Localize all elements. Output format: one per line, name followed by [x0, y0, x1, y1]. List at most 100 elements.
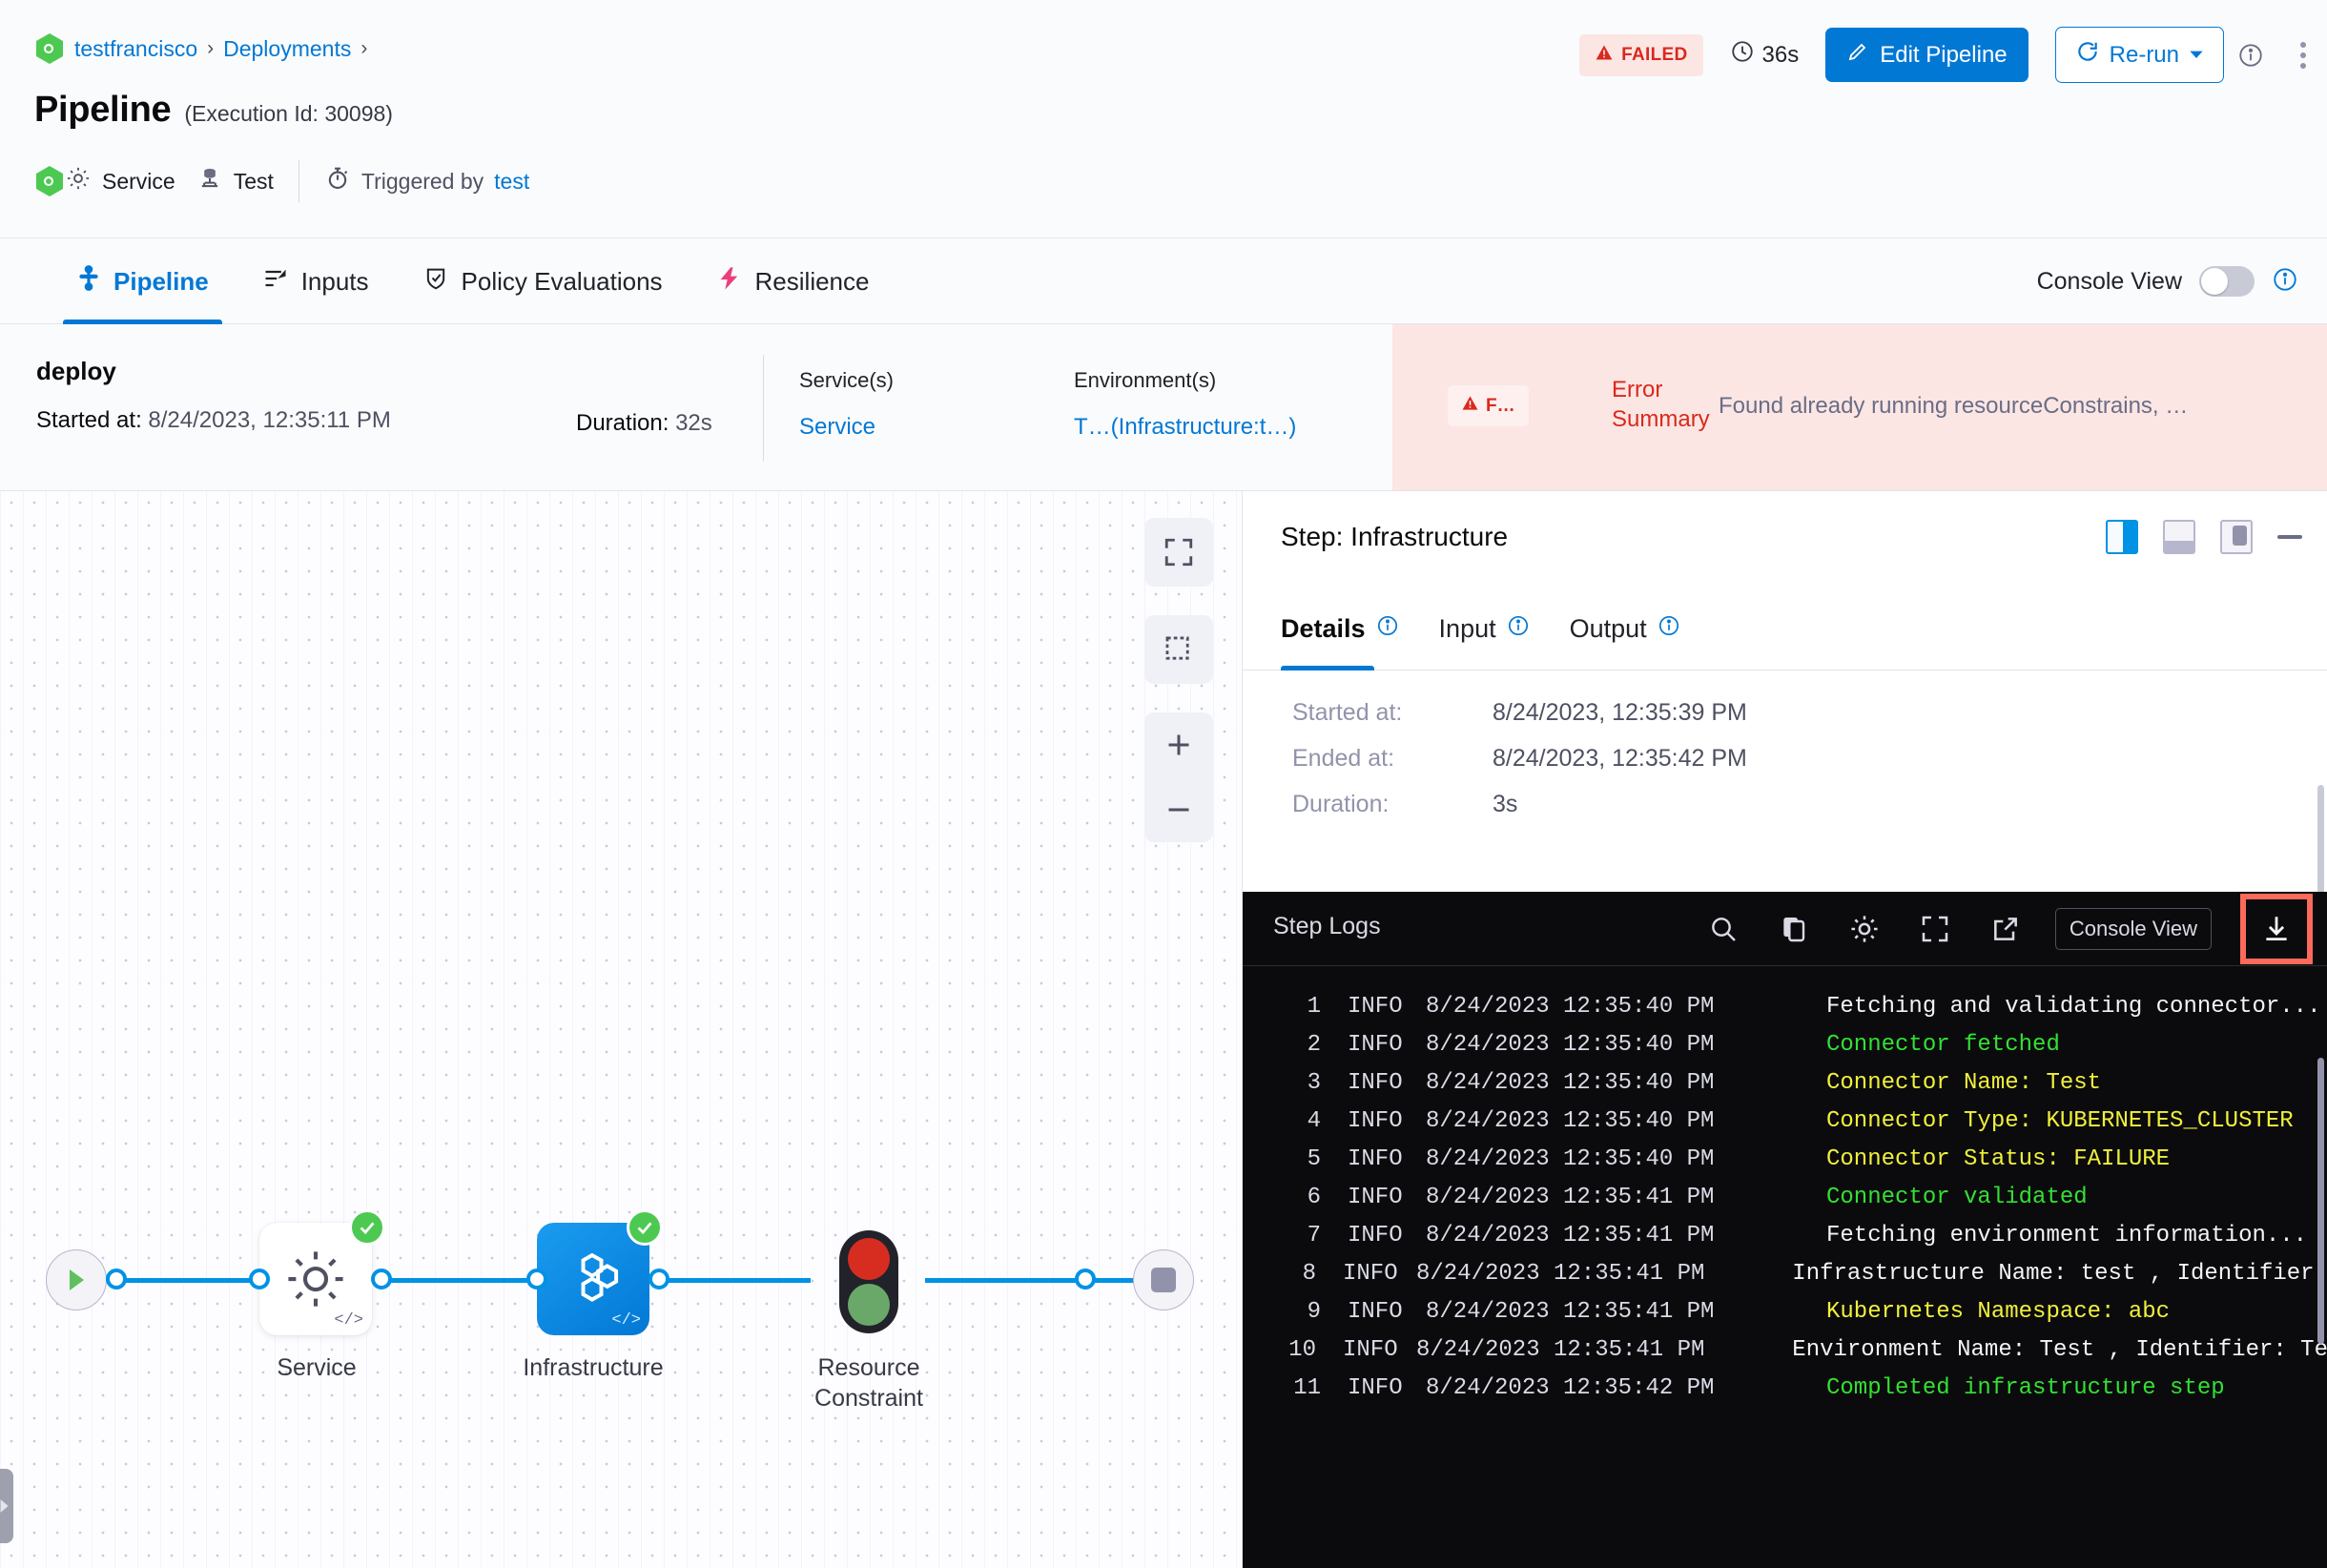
marquee-select-icon	[1165, 636, 1189, 660]
port-service-out	[371, 1269, 392, 1289]
inputs-icon	[262, 265, 289, 299]
traffic-light-red	[848, 1238, 890, 1280]
execution-duration-text: 36s	[1761, 41, 1800, 68]
logs-scrollbar[interactable]	[2317, 1058, 2324, 1344]
logs-console-view-button[interactable]: Console View	[2054, 908, 2212, 950]
panel-view-modes	[2106, 520, 2302, 554]
refresh-icon	[2075, 39, 2100, 71]
search-icon[interactable]	[1699, 892, 1748, 966]
error-summary-panel: F… Error Summary Found already running r…	[1392, 324, 2327, 490]
triggered-by-user[interactable]: test	[494, 168, 530, 194]
edge-infrastructure-to-constraint	[572, 1278, 811, 1283]
pipeline-icon	[76, 264, 101, 299]
copy-icon[interactable]	[1769, 892, 1819, 966]
fit-to-screen-button[interactable]	[1144, 518, 1213, 587]
step-logs-toolbar: Step Logs	[1243, 892, 2327, 966]
log-line-number: 8	[1302, 1260, 1316, 1287]
download-logs-button[interactable]	[2240, 894, 2313, 964]
environments-value[interactable]: T…(Infrastructure:t…)	[1074, 414, 1297, 440]
view-mode-split-icon[interactable]	[2106, 520, 2138, 554]
stage-duration-label: Duration:	[576, 410, 669, 436]
log-line: 9 INFO 8/24/2023 12:35:41 PM Kubernetes …	[1243, 1292, 2327, 1331]
node-code-icon[interactable]: </>	[611, 1311, 641, 1330]
header-actions: FAILED 36s Edit Pipeline	[1579, 27, 2306, 83]
log-line: 7 INFO 8/24/2023 12:35:41 PM Fetching en…	[1243, 1216, 2327, 1254]
port-service-in	[249, 1269, 270, 1289]
graph-node-service[interactable]: </>	[259, 1209, 385, 1335]
graph-start-node[interactable]	[46, 1249, 107, 1310]
rerun-label: Re-run	[2109, 41, 2179, 68]
info-icon[interactable]	[1658, 614, 1680, 644]
node-code-icon[interactable]: </>	[334, 1311, 363, 1330]
log-line-level: INFO	[1348, 1031, 1403, 1058]
log-lines-list[interactable]: 1 INFO 8/24/2023 12:35:40 PM Fetching an…	[1243, 966, 2327, 1568]
warning-triangle-icon	[1461, 394, 1479, 418]
log-line-number: 9	[1307, 1298, 1321, 1325]
log-line-message: Kubernetes Namespace: abc	[1826, 1298, 2171, 1325]
graph-node-infrastructure[interactable]: </>	[537, 1209, 663, 1335]
step-logs-section: Step Logs	[1243, 892, 2327, 1568]
service-meta[interactable]: Service	[65, 165, 175, 197]
triggered-by-label: Triggered by	[360, 168, 484, 194]
step-tab-output[interactable]: Output	[1570, 587, 1680, 671]
edit-pipeline-button[interactable]: Edit Pipeline	[1825, 28, 2028, 82]
log-line-level: INFO	[1348, 1107, 1403, 1134]
step-panel-header: Step: Infrastructure	[1243, 491, 2327, 587]
minimize-panel-button[interactable]	[2277, 535, 2302, 539]
zoom-in-button[interactable]	[1144, 712, 1213, 777]
pipeline-canvas[interactable]: </> Service </> Infrastructure Resource …	[0, 491, 1242, 1568]
zoom-out-button[interactable]	[1144, 777, 1213, 842]
tab-inputs[interactable]: Inputs	[236, 238, 396, 324]
log-line-number: 10	[1288, 1336, 1316, 1363]
log-line: 11 INFO 8/24/2023 12:35:42 PM Completed …	[1243, 1369, 2327, 1407]
detail-row-started: Started at: 8/24/2023, 12:35:39 PM	[1292, 699, 1747, 727]
log-line-level: INFO	[1348, 1298, 1403, 1325]
console-view-toggle-knob	[2201, 268, 2228, 295]
pipeline-graph: </> Service </> Infrastructure Resource …	[0, 491, 1242, 1568]
tab-pipeline[interactable]: Pipeline	[50, 238, 236, 324]
detail-value: 8/24/2023, 12:35:42 PM	[1493, 745, 1747, 772]
services-value[interactable]: Service	[799, 414, 876, 440]
rerun-info-icon[interactable]	[2237, 42, 2264, 69]
triggered-by: Triggered by test	[324, 165, 529, 197]
graph-node-resource-constraint[interactable]	[839, 1230, 898, 1333]
rerun-button[interactable]: Re-run	[2054, 27, 2224, 83]
step-panel-title: Step: Infrastructure	[1281, 522, 1509, 551]
graph-end-node[interactable]	[1133, 1249, 1194, 1310]
left-panel-expand-handle[interactable]	[0, 1469, 13, 1543]
info-icon[interactable]	[1507, 614, 1530, 644]
console-view-toggle[interactable]	[2199, 266, 2255, 297]
detail-row-ended: Ended at: 8/24/2023, 12:35:42 PM	[1292, 745, 1747, 773]
breadcrumb-deployments[interactable]: Deployments	[223, 35, 352, 61]
step-logs-actions: Console View	[1678, 892, 2327, 966]
tab-policy-evaluations[interactable]: Policy Evaluations	[396, 238, 690, 324]
log-line: 6 INFO 8/24/2023 12:35:41 PM Connector v…	[1243, 1178, 2327, 1216]
gear-icon[interactable]	[1840, 892, 1889, 966]
breadcrumb-sep-2: ›	[360, 37, 368, 59]
fullscreen-icon[interactable]	[1910, 892, 1960, 966]
open-external-icon[interactable]	[1981, 892, 2030, 966]
step-tab-input[interactable]: Input	[1439, 587, 1530, 671]
log-line-number: 5	[1307, 1145, 1321, 1172]
status-badge-text: FAILED	[1621, 44, 1688, 65]
log-line-time: 8/24/2023 12:35:41 PM	[1426, 1222, 1715, 1248]
view-mode-right-icon[interactable]	[2220, 520, 2253, 554]
breadcrumb-org[interactable]: testfrancisco	[74, 35, 198, 61]
info-icon[interactable]	[1376, 614, 1399, 644]
tab-resilience[interactable]: Resilience	[690, 238, 896, 324]
detail-row-duration: Duration: 3s	[1292, 791, 1517, 818]
error-status-chip-text: F…	[1486, 395, 1515, 416]
stage-divider	[763, 355, 764, 462]
environment-meta[interactable]: Test	[196, 165, 274, 197]
view-mode-bottom-icon[interactable]	[2163, 520, 2195, 554]
more-options-button[interactable]	[2300, 41, 2306, 69]
error-status-chip: F…	[1448, 385, 1529, 426]
log-line-message: Fetching environment information...	[1826, 1222, 2308, 1248]
step-tab-details[interactable]: Details	[1281, 587, 1399, 671]
select-area-button[interactable]	[1144, 615, 1213, 684]
console-view-info-icon[interactable]	[2272, 266, 2298, 298]
edit-pipeline-label: Edit Pipeline	[1880, 41, 2008, 68]
trigger-clock-icon	[324, 165, 351, 197]
main-tabs: Pipeline Inputs Policy Evaluations	[50, 238, 896, 324]
environment-icon	[196, 165, 223, 197]
